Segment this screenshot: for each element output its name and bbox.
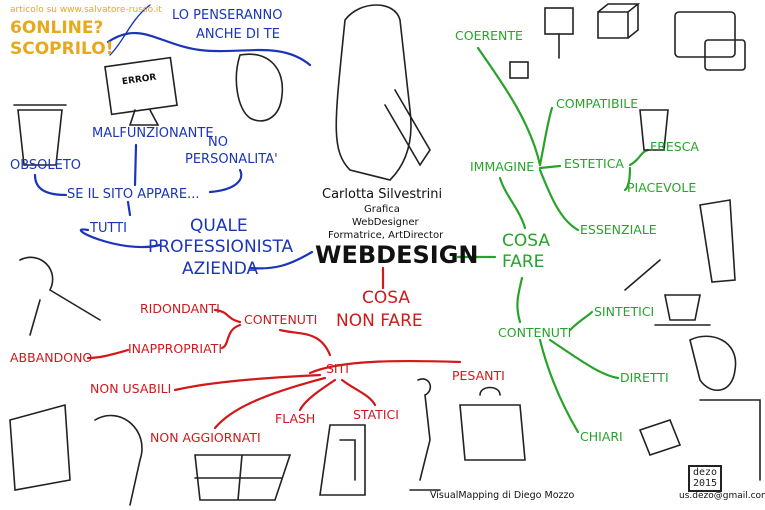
speech-squiggle (109, 4, 151, 56)
sign-icon (544, 7, 574, 35)
node-abbandono: ABBANDONO (10, 350, 93, 365)
node-statici: STATICI (353, 407, 399, 422)
central-topic: WEBDESIGN (315, 241, 479, 269)
node-siti: SITI (326, 361, 349, 376)
node-non-aggiornati: NON AGGIORNATI (150, 430, 261, 445)
red-branch-siti (278, 328, 332, 357)
green-branch-coerente (476, 46, 542, 167)
heavy-box-sketch (459, 386, 526, 461)
badge-line2: 2015 (693, 477, 718, 489)
node-chiari: CHIARI (580, 429, 623, 444)
toothpaste-character (699, 199, 736, 283)
node-essenziale: ESSENZIALE (580, 222, 657, 237)
node-obsoleto: OBSOLETO (10, 158, 82, 173)
node-quale: QUALE (190, 216, 248, 236)
green-branch-estetica (538, 164, 562, 170)
woman-portrait (335, 4, 412, 181)
node-immagine: IMMAGINE (470, 159, 535, 174)
node-diretti: DIRETTI (620, 370, 669, 385)
node-estetica: ESTETICA (564, 156, 624, 171)
node-contenuti-red: CONTENUTI (244, 312, 318, 327)
node-professionista: PROFESSIONISTA (148, 237, 294, 257)
drink-icon (639, 109, 669, 151)
node-coerente: COERENTE (455, 28, 523, 43)
author-email[interactable]: us.dezo@gmail.com (679, 491, 765, 501)
node-malfunzionante: MALFUNZIONANTE (92, 126, 214, 141)
blue-branch-obsoleto (33, 173, 68, 197)
designer-role-3: Formatrice, ArtDirector (328, 230, 444, 241)
green-branch-fresca (628, 148, 650, 167)
node-tutti: TUTTI (90, 221, 127, 236)
node-fresca: FRESCA (650, 139, 699, 154)
node-inappropriati: INAPPROPRIATI (128, 341, 223, 356)
quiver-icon (384, 89, 431, 167)
node-cosa-fare: COSA (502, 231, 550, 251)
red-branch-flash (298, 378, 337, 412)
node-compatibile: COMPATIBILE (556, 96, 639, 111)
node-flash: FLASH (275, 411, 316, 426)
node-ridondanti: RIDONDANTI (140, 301, 220, 316)
coffee-cup-icon (654, 294, 711, 326)
error-monitor-icon (104, 56, 178, 116)
mask-icon (235, 53, 284, 122)
spider-web-icon (194, 454, 292, 501)
node-sintetici: SINTETICI (594, 304, 655, 319)
falling-man-sketch (19, 256, 101, 336)
node-penseranno-1: LO PENSERANNO (172, 8, 283, 23)
green-branch-diretti (548, 338, 620, 380)
node-no: NO (208, 135, 228, 150)
red-branch-siti-main (308, 359, 462, 375)
blue-branch-appare (126, 200, 132, 217)
projector-icon (638, 419, 682, 456)
node-fare: FARE (502, 252, 545, 272)
green-branch-chiari (538, 338, 580, 434)
badge-line1: dezo (693, 467, 718, 478)
blue-branch-quale (248, 250, 314, 270)
green-branch-compatibile (538, 106, 554, 167)
dezo-badge: dezo 2015 (688, 465, 723, 492)
angry-man-at-computer (9, 403, 143, 506)
red-branch-ridondanti (213, 308, 242, 324)
node-cosa-non: COSA (362, 288, 410, 308)
node-piacevole: PIACEVOLE (627, 180, 697, 195)
cube-small-icon (509, 61, 529, 79)
wooden-mannequin-sketch (409, 378, 441, 491)
red-branch-nonagg (213, 376, 327, 430)
red-branch-statici (340, 378, 377, 407)
red-branch-inapp (220, 323, 242, 350)
green-branch-contenuti (516, 276, 524, 324)
green-branch-piacevole (623, 166, 632, 192)
happy-man-sketch (689, 335, 761, 481)
author-credit: VisualMapping di Diego Mozzo (430, 490, 575, 501)
promo-line2: SCOPRILO! (10, 39, 114, 59)
blue-branch-nopers (208, 168, 243, 194)
node-penseranno-2: ANCHE DI TE (196, 27, 280, 42)
node-contenuti-green: CONTENUTI (498, 325, 572, 340)
red-branch-nonusabili (173, 373, 322, 392)
blue-branch-malf (133, 143, 138, 187)
node-azienda: AZIENDA (182, 259, 259, 279)
blue-branch-tutti (79, 228, 162, 249)
node-non-usabili: NON USABILI (90, 381, 172, 396)
node-pesanti: PESANTI (452, 368, 505, 383)
node-personalita: PERSONALITA' (185, 152, 278, 167)
blue-branch-penseranno (106, 32, 312, 67)
sketches (9, 3, 761, 506)
green-branch-essenziale (538, 168, 580, 232)
node-se-il-sito-appare: SE IL SITO APPARE... (67, 187, 200, 202)
red-branch-abbandono (86, 348, 130, 360)
designer-role-2: WebDesigner (352, 217, 419, 228)
designer-name: Carlotta Silvestrini (322, 187, 443, 202)
flash-frames-icon (319, 424, 366, 496)
green-branch-sintetici (568, 310, 594, 332)
node-non-fare: NON FARE (336, 311, 423, 331)
article-link[interactable]: articolo su www.salvatore-russo.it (10, 5, 162, 15)
box-icon (597, 3, 641, 39)
green-branch-immagine (498, 176, 527, 230)
designer-role-1: Grafica (364, 204, 400, 215)
trash-bin-icon (13, 104, 67, 166)
dropper-icon (624, 259, 661, 291)
promo-line1: 6ONLINE? (10, 18, 104, 38)
